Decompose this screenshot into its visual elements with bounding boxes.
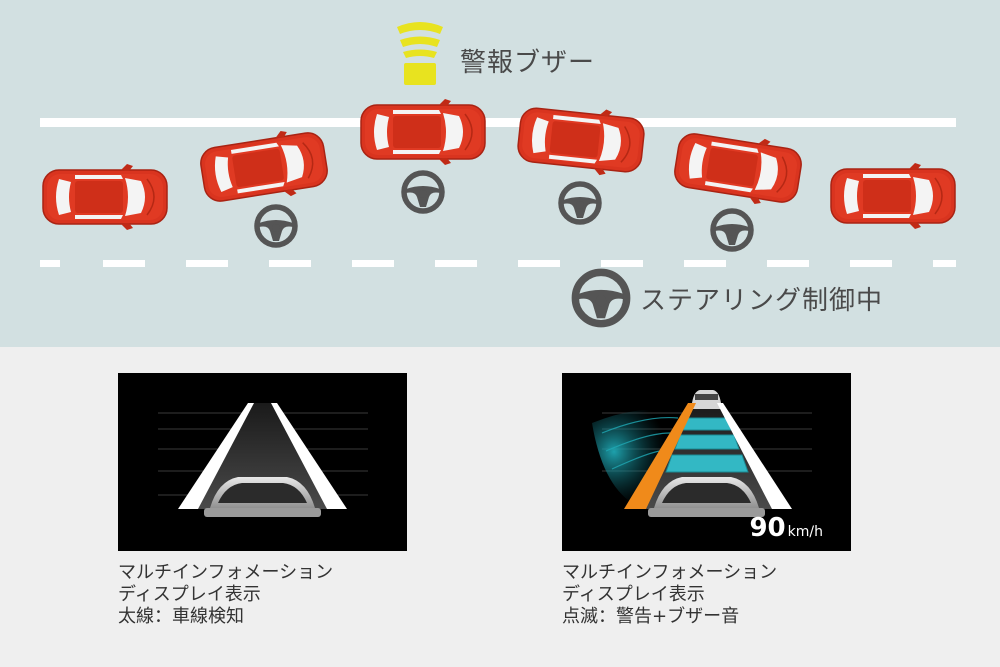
speed-unit: km/h: [787, 524, 823, 540]
lane-zone-blocks: [665, 417, 749, 473]
caption-lane-detect: マルチインフォメーション ディスプレイ表示 太線：車線検知: [118, 562, 333, 628]
lane-dashed-line: [40, 260, 956, 267]
car-position-2: [196, 123, 332, 211]
caption-line: ディスプレイ表示: [118, 584, 261, 605]
steering-label: ステアリング制御中: [640, 286, 884, 316]
road-scene: 警報ブザー ステアリング制御中: [0, 0, 1000, 347]
speed-value: 90: [749, 513, 786, 543]
steering-wheel-icon: [561, 184, 599, 222]
caption-line: 太線：車線検知: [118, 606, 244, 627]
caption-warning: マルチインフォメーション ディスプレイ表示 点滅：警告+ブザー音: [562, 562, 777, 628]
buzzer-icon: [397, 22, 443, 85]
steering-wheel-icon: [404, 173, 442, 211]
steering-wheel-icon: [257, 207, 295, 245]
car-position-5: [670, 124, 806, 212]
car-position-6: [830, 162, 956, 230]
steering-wheel-icon: [713, 211, 751, 249]
caption-line: ディスプレイ表示: [562, 584, 705, 605]
lead-vehicle: [691, 390, 722, 409]
caption-line: マルチインフォメーション: [118, 562, 334, 583]
caption-line: マルチインフォメーション: [562, 562, 778, 583]
steering-legend-icon: [575, 272, 626, 323]
road-illustration: [40, 22, 956, 347]
warning-lane-line: [624, 403, 696, 509]
car-position-3: [360, 98, 486, 166]
warning-graphic: [592, 390, 812, 517]
lane-detect-graphic: [158, 403, 368, 517]
display-panel-lane-detect: [118, 373, 407, 551]
car-position-1: [42, 163, 168, 231]
buzzer-label: 警報ブザー: [460, 48, 596, 78]
caption-line: 点滅：警告+ブザー音: [562, 606, 740, 627]
road-edge-line: [40, 118, 956, 127]
car-position-4: [515, 99, 647, 181]
warning-glow-zone: [592, 409, 680, 503]
